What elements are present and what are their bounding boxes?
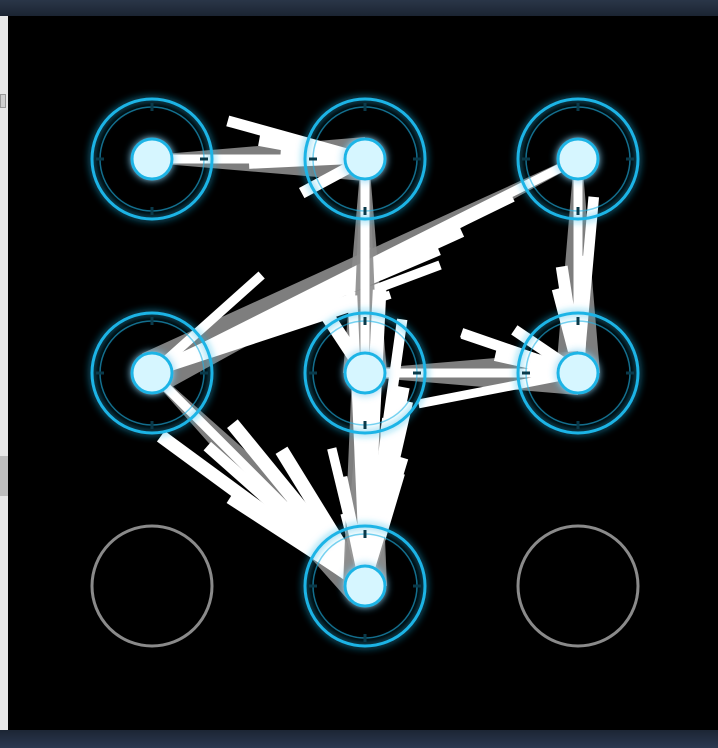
pattern-node-4[interactable] [90, 311, 214, 435]
left-window-edge [0, 16, 8, 730]
scroll-arrow-icon[interactable] [0, 94, 6, 108]
node-outer-ring [303, 311, 427, 435]
node-dot [130, 137, 174, 181]
trail-segment-1-2 [152, 115, 368, 199]
trail-bar [226, 493, 369, 591]
window-top-bar [0, 0, 718, 16]
trail-bar [226, 115, 367, 165]
pattern-node-7[interactable] [90, 524, 214, 648]
pattern-node-6[interactable] [516, 311, 640, 435]
pattern-lock-pad[interactable] [8, 16, 718, 730]
node-dot [343, 564, 387, 608]
node-outer-ring [516, 97, 640, 221]
node-outer-ring [303, 97, 427, 221]
trail-bar [359, 400, 413, 588]
trail-bar [148, 271, 265, 377]
trail-bar [347, 295, 370, 587]
node-dot [130, 351, 174, 395]
trail-bar [417, 368, 579, 409]
node-ring-inactive [90, 524, 214, 648]
pattern-node-1[interactable] [90, 97, 214, 221]
pattern-node-8[interactable] [303, 524, 427, 648]
node-dot [343, 137, 387, 181]
node-outer-ring [90, 311, 214, 435]
pattern-node-3[interactable] [516, 97, 640, 221]
trail-segment-3-6 [551, 159, 600, 375]
node-dot [556, 137, 600, 181]
window-bottom-bar [0, 730, 718, 748]
node-outer-ring [516, 311, 640, 435]
node-outer-ring [303, 524, 427, 648]
scrollbar-thumb[interactable] [0, 456, 8, 496]
node-outer-ring [90, 97, 214, 221]
pattern-node-9[interactable] [516, 524, 640, 648]
pattern-node-grid [90, 97, 640, 648]
pattern-lock-canvas[interactable] [8, 16, 718, 730]
node-dot [343, 351, 387, 395]
pattern-node-2[interactable] [303, 97, 427, 221]
node-ring-inactive [516, 524, 640, 648]
node-dot [556, 351, 600, 395]
pattern-node-5[interactable] [303, 311, 427, 435]
